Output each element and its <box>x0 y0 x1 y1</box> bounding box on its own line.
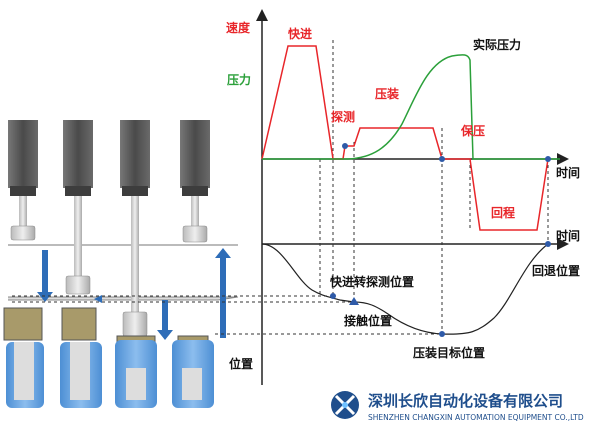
label-position: 位置 <box>229 356 253 371</box>
label-press-fit: 压装 <box>375 86 399 101</box>
label-return-stroke: 回程 <box>491 205 515 220</box>
markers <box>330 143 551 337</box>
small-arrow <box>94 295 102 303</box>
dashed-guides <box>12 40 549 335</box>
marker-probe-start <box>342 143 348 149</box>
press-stage-2 <box>60 120 102 408</box>
marker-retreat <box>545 241 551 247</box>
motion-arrows <box>37 248 231 340</box>
marker-target-position <box>439 331 445 337</box>
press-stage-3 <box>115 120 157 408</box>
up-arrow-return <box>215 248 231 338</box>
pressure-curve <box>262 54 560 160</box>
label-actual-pressure: 实际压力 <box>473 37 521 52</box>
label-hold-pressure: 保压 <box>460 123 485 138</box>
press-stage-1 <box>3 120 44 408</box>
reference-plane-middle <box>8 296 239 301</box>
label-retreat-position: 回退位置 <box>532 263 580 278</box>
down-arrow-1 <box>37 250 53 302</box>
down-arrow-2 <box>157 300 173 340</box>
label-switch-position: 快进转探测位置 <box>330 274 414 289</box>
label-pressure: 压力 <box>227 72 251 87</box>
press-stage-4 <box>172 120 214 408</box>
marker-hold-end <box>545 156 551 162</box>
company-name-cn: 深圳长欣自动化设备有限公司 <box>368 392 563 410</box>
label-time-top: 时间 <box>556 165 580 180</box>
company-name-en: SHENZHEN CHANGXIN AUTOMATION EQUIPMENT C… <box>368 413 584 422</box>
marker-switch-position <box>330 293 336 299</box>
charts: 速度 压力 快进 探测 压装 实际压力 保压 回程 时间 时间 快进转探测位置 … <box>12 9 580 385</box>
marker-contact-position <box>349 297 359 305</box>
company-logo: 深圳长欣自动化设备有限公司 SHENZHEN CHANGXIN AUTOMATI… <box>331 391 584 422</box>
position-curve <box>261 243 549 335</box>
label-probe: 探测 <box>331 109 355 124</box>
label-speed: 速度 <box>226 20 251 35</box>
press-stages <box>3 120 239 408</box>
label-fast-advance: 快进 <box>288 26 312 41</box>
speed-curve <box>261 45 549 231</box>
label-target-position: 压装目标位置 <box>413 345 485 360</box>
label-time-bottom: 时间 <box>556 228 580 243</box>
label-contact-position: 接触位置 <box>344 313 392 328</box>
marker-press-end <box>439 156 445 162</box>
